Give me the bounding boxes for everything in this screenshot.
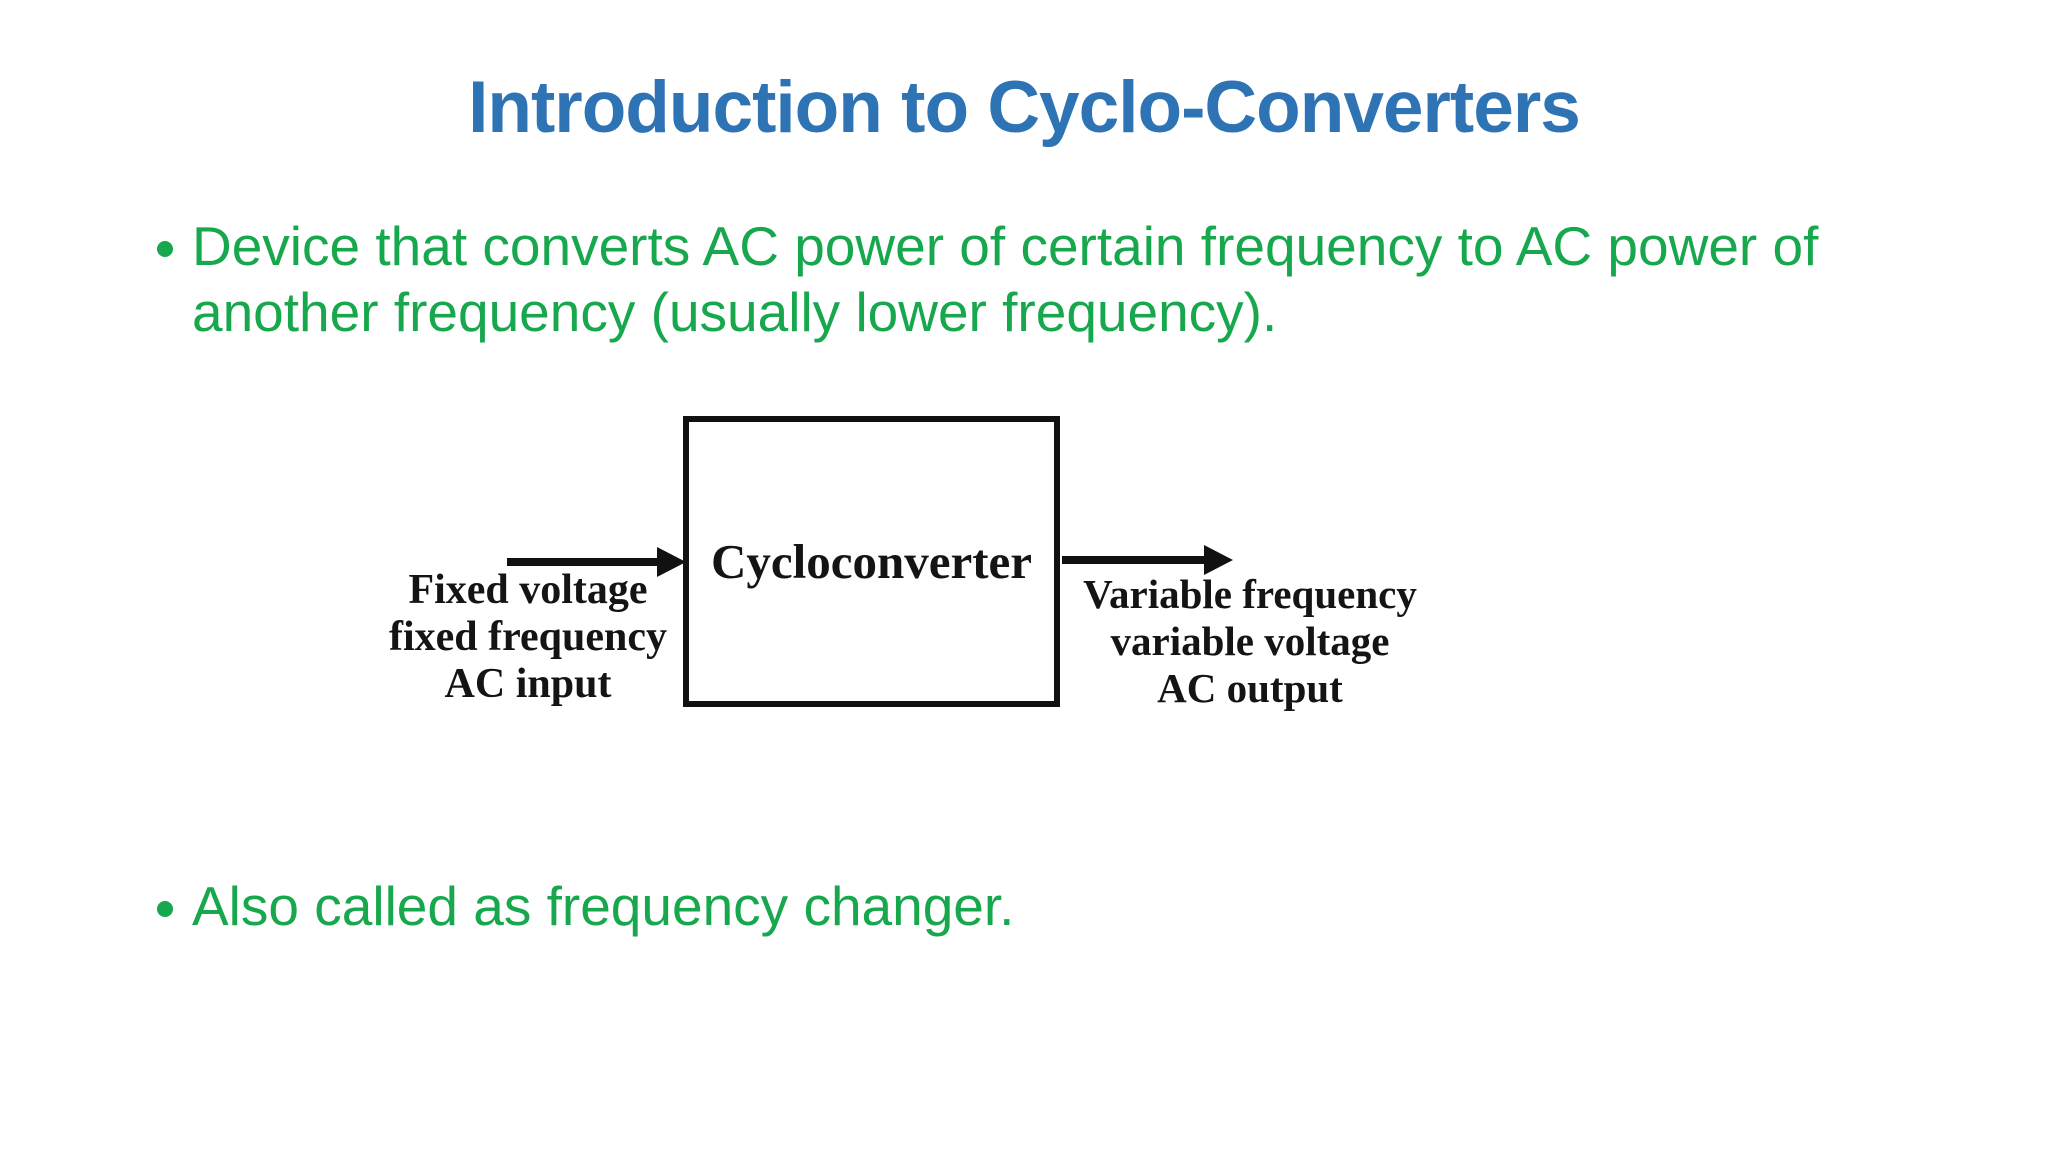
bullet-item-2: Also called as frequency changer. <box>157 873 1014 939</box>
bullet-dot-icon <box>157 241 173 257</box>
input-label: Fixed voltage fixed frequency AC input <box>368 567 688 708</box>
output-arrow-icon <box>1062 545 1233 575</box>
cycloconverter-box: Cycloconverter <box>683 416 1060 707</box>
bullet-2-line-1: Also called as frequency changer. <box>192 875 1015 937</box>
input-label-line-2: fixed frequency <box>388 614 668 660</box>
bullet-1-line-2: another frequency (usually lower frequen… <box>192 281 1278 343</box>
input-label-line-3: AC input <box>444 661 612 707</box>
bullet-1-text: Device that converts AC power of certain… <box>192 213 1818 345</box>
output-label-line-2: variable voltage <box>1110 618 1390 664</box>
bullet-item-1: Device that converts AC power of certain… <box>157 213 1818 345</box>
input-label-line-1: Fixed voltage <box>408 567 648 613</box>
bullet-1-line-1: Device that converts AC power of certain… <box>192 215 1819 277</box>
output-label-line-1: Variable frequency <box>1083 571 1417 617</box>
input-arrow-icon <box>507 547 686 577</box>
output-label: Variable frequency variable voltage AC o… <box>1070 571 1430 712</box>
page-title: Introduction to Cyclo-Converters <box>468 67 1581 148</box>
bullet-dot-icon <box>157 901 173 917</box>
bullet-2-text: Also called as frequency changer. <box>192 873 1014 939</box>
cycloconverter-box-label: Cycloconverter <box>710 534 1033 589</box>
output-label-line-3: AC output <box>1157 665 1343 711</box>
